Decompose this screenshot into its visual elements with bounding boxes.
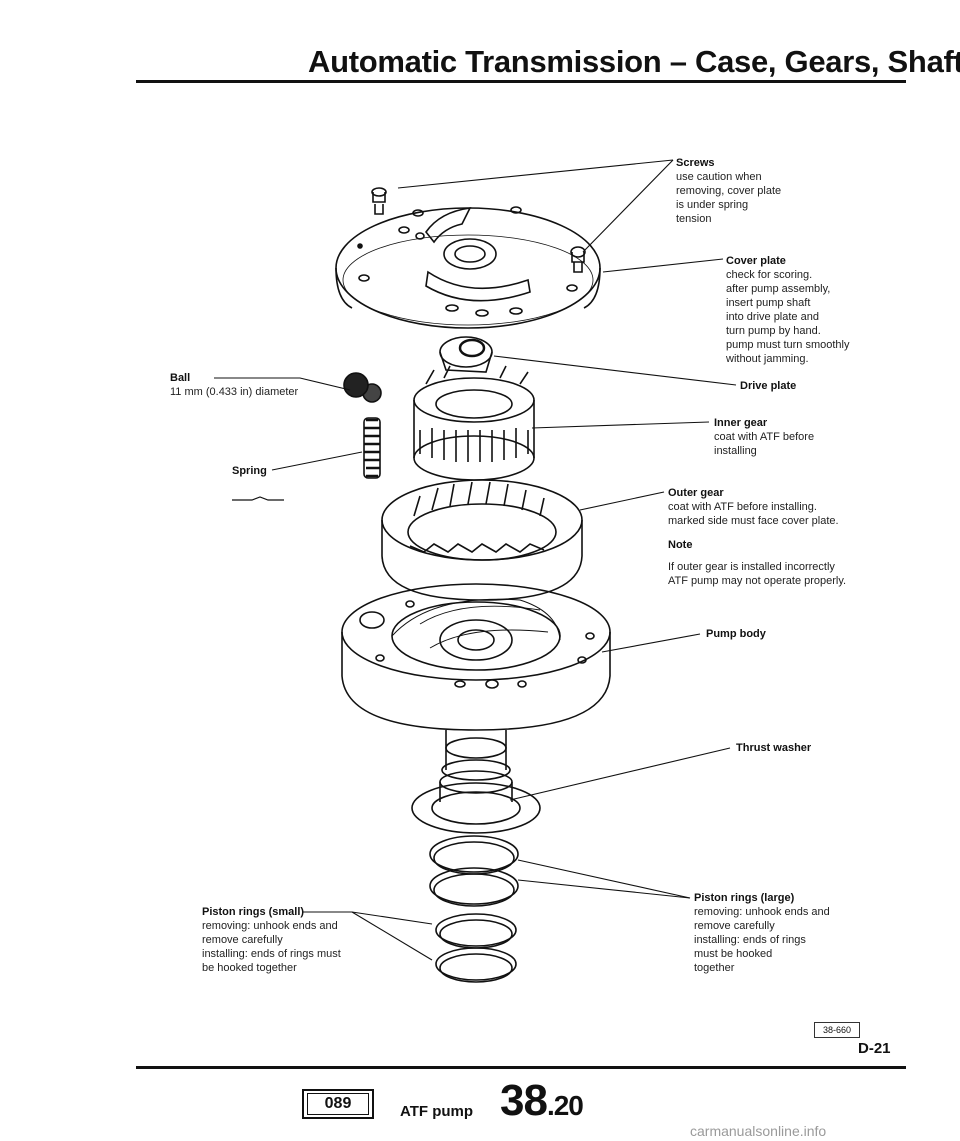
figure-reference: 38-660 [814,1022,860,1038]
callout-outer-gear: Outer gear coat with ATF before installi… [668,486,846,588]
callout-ball: Ball 11 mm (0.433 in) diameter [170,371,298,399]
ball-and-spring-drawing [232,372,382,501]
group-code: 089 [307,1093,369,1115]
piston-rings-drawing [429,835,519,983]
header-rule [136,80,906,83]
callout-drive-plate: Drive plate [740,379,796,393]
callout-ball-text: 11 mm (0.433 in) diameter [170,386,299,398]
page-title: Automatic Transmission – Case, Gears, Sh… [308,44,960,79]
callout-pump-body: Pump body [706,627,766,641]
shaft-and-washer-drawing [411,730,541,834]
outer-gear-drawing [381,479,583,601]
callout-inner-gear-title: Inner gear [714,417,768,429]
callout-cover-plate: Cover plate check for scoring. after pum… [726,254,850,366]
callout-piston-rings-large-title: Piston rings (large) [694,892,795,904]
cover-plate-drawing [335,206,601,329]
group-code-box: 089 [302,1089,374,1119]
callout-screws-title: Screws [676,157,715,169]
callout-piston-rings-large: Piston rings (large) removing: unhook en… [694,891,830,975]
callout-piston-rings-large-text: removing: unhook ends and remove careful… [694,906,830,974]
callout-screws-text: use caution when removing, cover plate i… [676,171,782,225]
pump-body-drawing [341,583,611,731]
callout-outer-gear-text: coat with ATF before installing. marked … [668,501,839,527]
footer-rule [136,1066,906,1069]
callout-ball-title: Ball [170,372,191,384]
callout-pump-body-title: Pump body [706,628,766,640]
section-major: 38 [500,1076,548,1125]
section-number: 38.20 [500,1076,584,1126]
callout-inner-gear: Inner gear coat with ATF before installi… [714,416,814,458]
screw-drawing [371,187,586,273]
section-label: ATF pump [400,1103,474,1120]
callout-thrust-washer-title: Thrust washer [736,742,812,754]
inner-gear-drawing [413,365,535,481]
section-minor: .20 [546,1090,584,1121]
callout-spring-title: Spring [232,465,267,477]
callout-piston-rings-small-text: removing: unhook ends and remove careful… [202,920,341,974]
callout-cover-plate-text: check for scoring. after pump assembly, … [726,269,850,365]
callout-note-text: If outer gear is installed incorrectly A… [668,561,847,587]
drive-plate-drawing [439,336,493,373]
callout-drive-plate-title: Drive plate [740,380,797,392]
callout-cover-plate-title: Cover plate [726,255,786,267]
page-number: D-21 [858,1040,891,1057]
callout-thrust-washer: Thrust washer [736,741,811,755]
callout-screws: Screws use caution when removing, cover … [676,156,781,226]
callout-note-title: Note [668,539,693,551]
callout-piston-rings-small: Piston rings (small) removing: unhook en… [202,905,341,975]
callout-spring: Spring [232,464,267,478]
callout-piston-rings-small-title: Piston rings (small) [202,906,305,918]
callout-outer-gear-title: Outer gear [668,487,724,499]
callout-inner-gear-text: coat with ATF before installing [714,431,815,457]
watermark: carmanualsonline.info [690,1123,827,1139]
leader-lines [214,159,737,961]
